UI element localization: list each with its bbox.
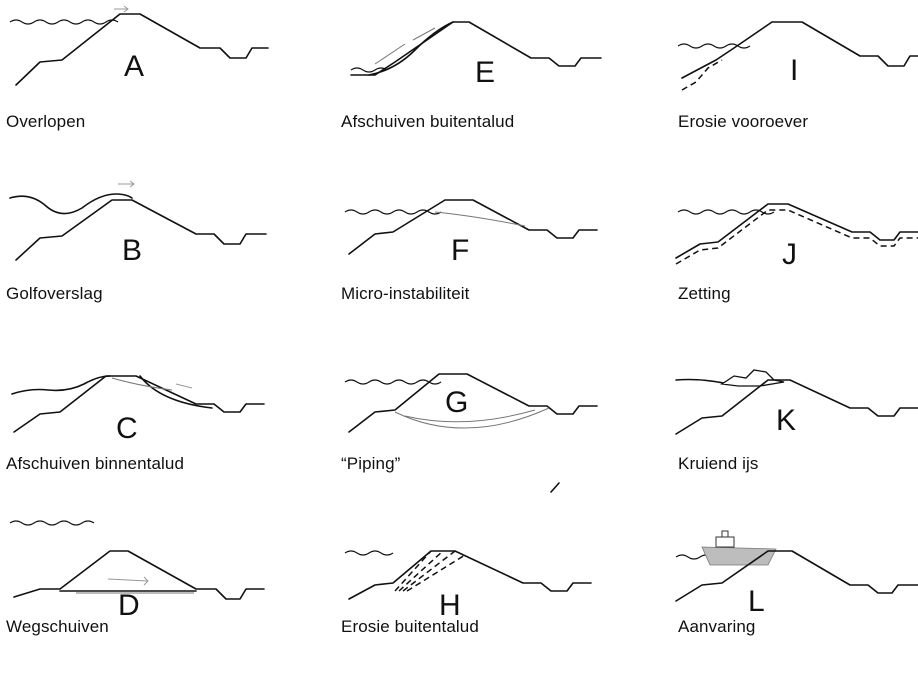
stray-mark [550,482,560,493]
phreatic-line [434,211,526,227]
caption-wegschuiven: Wegschuiven [6,617,109,636]
wave-profile [9,193,133,215]
panel-erosie-buitentalud: H Erosie buitentalud [335,505,635,673]
settled-profile [675,209,918,265]
letter-j: J [782,238,797,271]
overflow-arrow [114,5,129,13]
panel-afschuiven-buitentalud: E Afschuiven buitentalud [335,0,635,168]
dike-profile [350,21,602,76]
seepage-path [394,407,550,429]
water-line [350,67,388,73]
overtopping-arrow [118,180,135,188]
letter-h: H [439,589,461,622]
caption-afschuiven-binnentalud: Afschuiven binnentalud [6,454,184,473]
ice-floes [720,369,785,387]
dike-profile [348,550,592,600]
water-line [344,379,442,385]
dike-profile [13,375,265,433]
eroded-foreshore [681,59,723,91]
dike-diagram-g: G [344,373,598,493]
shift-arrow [107,576,149,586]
water-line [344,209,442,215]
dike-profile [13,550,265,600]
panel-wegschuiven: D Wegschuiven [0,505,300,673]
panel-overlopen: A Overlopen [0,0,300,168]
water-line [9,520,95,526]
dike-diagram-f: F [344,199,598,267]
dike-diagram-b: B [9,180,267,267]
ice-sheet [675,378,729,385]
dike-profile [348,373,598,433]
dike-diagram-l: L [675,530,918,618]
caption-piping: “Piping” [341,454,401,473]
dike-profile [681,21,918,79]
caption-erosie-vooroever: Erosie vooroever [678,112,809,131]
caption-erosie-buitentalud: Erosie buitentalud [341,617,479,636]
letter-c: C [116,412,138,445]
panel-micro-instabiliteit: F Micro-instabiliteit [335,172,635,340]
panel-afschuiven-binnentalud: C Afschuiven binnentalud [0,342,300,510]
erosion-line-3 [402,550,456,592]
dike-diagram-h: H [344,550,592,622]
water-line [344,550,394,556]
dike-profile [675,203,918,259]
panel-aanvaring: L Aanvaring [672,505,918,673]
erosion-line-2 [398,550,444,592]
caption-afschuiven-buitentalud: Afschuiven buitentalud [341,112,515,131]
caption-aanvaring: Aanvaring [678,617,756,636]
dike-diagram-k: K [675,369,918,437]
letter-b: B [122,234,142,267]
wave-profile [11,375,111,395]
dike-diagram-e: E [350,21,602,89]
panel-piping: G “Piping” [335,342,635,510]
letter-k: K [776,404,796,437]
panel-zetting: J Zetting [672,172,918,340]
caption-kruiend-ijs: Kruiend ijs [678,454,759,473]
letter-l: L [748,585,765,618]
dike-profile [15,199,267,261]
slip-circle-outer [111,377,173,391]
panel-kruiend-ijs: K Kruiend ijs [672,342,918,510]
caption-overlopen: Overlopen [6,112,86,131]
slide-arrow [175,383,193,389]
erosion-line-1 [394,550,432,592]
letter-i: I [790,54,798,87]
dike-profile [348,199,598,255]
caption-zetting: Zetting [678,284,731,303]
letter-f: F [451,234,469,267]
seepage-path-inner [404,409,536,423]
sliding-mass-lines [374,27,436,65]
letter-a: A [124,50,144,83]
panel-golfoverslag: B Golfoverslag [0,172,300,340]
water-line [9,19,119,25]
dike-profile [15,13,269,86]
dike-diagram-j: J [675,203,918,271]
panel-erosie-vooroever: I Erosie vooroever [672,0,918,168]
slip-circle [139,375,213,409]
ship-cabin [715,530,735,548]
letter-d: D [118,589,140,622]
letter-e: E [475,56,495,89]
ship-hull [701,546,777,566]
dike-diagram-c: C [11,375,265,445]
slip-plane [368,21,454,76]
caption-micro-instabiliteit: Micro-instabiliteit [341,284,470,303]
dike-diagram-d: D [9,520,265,622]
erosion-line-4 [406,554,466,592]
caption-golfoverslag: Golfoverslag [6,284,103,303]
letter-g: G [445,386,468,419]
dike-profile [675,379,918,435]
dike-diagram-a: A [9,5,269,86]
dike-profile [675,550,918,602]
dike-diagram-i: I [677,21,918,91]
